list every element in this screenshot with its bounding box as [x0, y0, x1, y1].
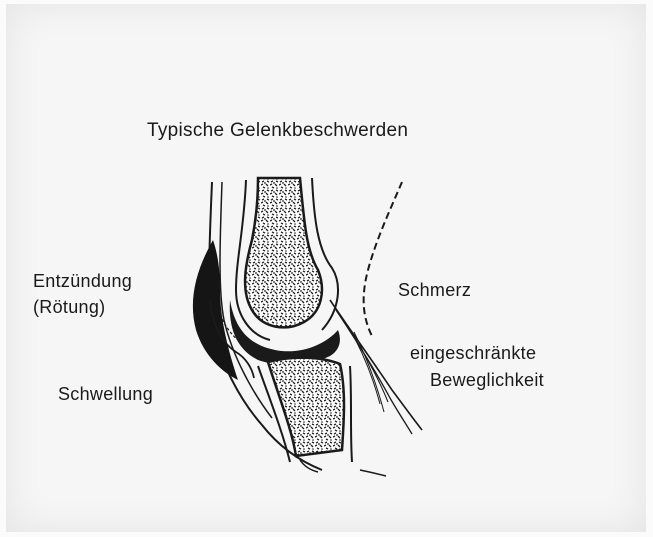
label-limited-mobility-line2: Beweglichkeit	[430, 369, 544, 391]
tibia-bone	[268, 358, 344, 456]
label-inflammation: Entzündung	[33, 270, 132, 292]
tibia-cortex-right	[350, 366, 352, 462]
femur-bone	[245, 178, 322, 327]
skin-outline-right	[364, 182, 402, 336]
diagram-title: Typische Gelenkbeschwerden	[147, 120, 408, 142]
label-swelling: Schwellung	[58, 383, 153, 405]
label-redness: (Rötung)	[33, 296, 105, 318]
label-pain: Schmerz	[398, 279, 471, 301]
label-limited-mobility-line1: eingeschränkte	[410, 342, 536, 364]
